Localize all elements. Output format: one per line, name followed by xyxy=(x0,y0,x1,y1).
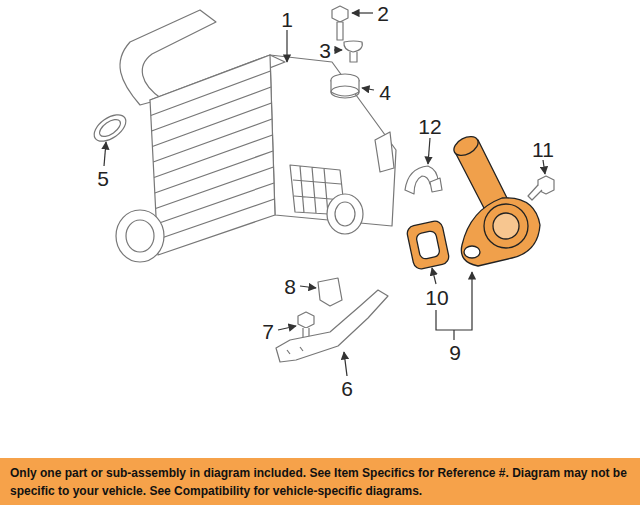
intercooler xyxy=(116,10,396,262)
callout-number: 12 xyxy=(418,116,441,137)
callout-number: 5 xyxy=(97,168,109,189)
callout-number: 4 xyxy=(379,82,391,103)
callout-number: 10 xyxy=(425,287,448,308)
callout-number: 2 xyxy=(377,3,389,24)
notice-text: Only one part or sub-assembly in diagram… xyxy=(10,464,630,500)
callout-number: 6 xyxy=(341,378,353,399)
callout-number: 3 xyxy=(319,40,331,61)
callout-number: 11 xyxy=(532,139,554,160)
callout-number: 8 xyxy=(284,276,296,297)
callout-number: 9 xyxy=(449,342,461,363)
leader-lines xyxy=(104,13,545,376)
notice-band: Only one part or sub-assembly in diagram… xyxy=(0,458,640,505)
callout-number: 1 xyxy=(281,9,293,30)
highlighted-part xyxy=(406,133,540,270)
hardware-parts xyxy=(90,6,554,362)
callout-number: 7 xyxy=(262,321,274,342)
